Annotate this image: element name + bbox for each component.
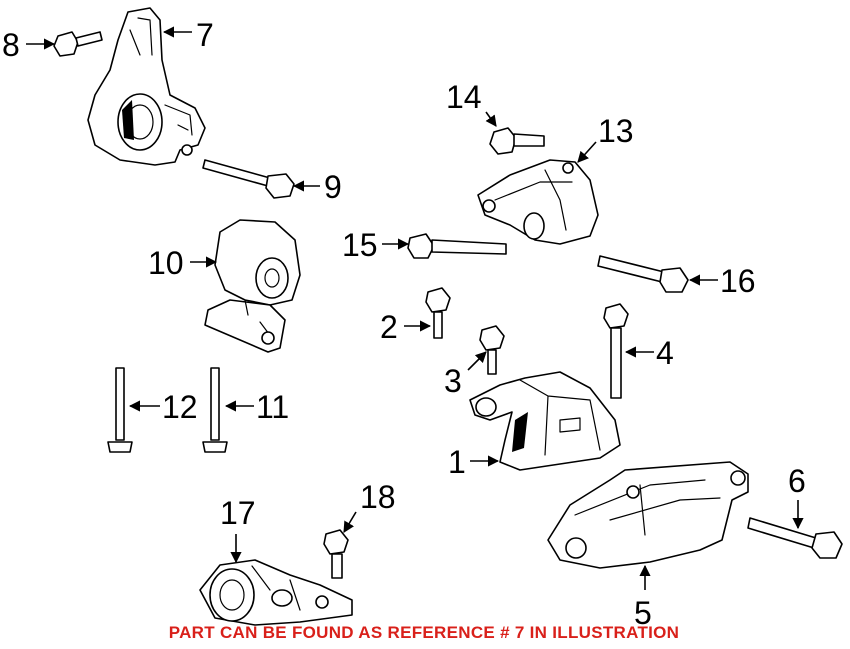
- part-12-long-bolt: [107, 367, 133, 453]
- callout-2: 2: [380, 309, 398, 345]
- part-9-bolt: [202, 159, 295, 199]
- part-18-bolt: [323, 529, 349, 579]
- callout-15: 15: [342, 227, 378, 263]
- part-15-bolt: [407, 233, 507, 259]
- callout-4: 4: [656, 335, 674, 371]
- callout-13: 13: [598, 113, 634, 149]
- callout-7: 7: [196, 17, 214, 53]
- callout-12: 12: [162, 389, 198, 425]
- part-7-mount-bracket: [87, 7, 206, 166]
- part-6-bolt: [747, 517, 843, 559]
- part-3-bolt: [479, 325, 505, 375]
- callout-numbers: 8 7 9 10 12 11 14 13 15 16 2 3 4 1 5 6 1…: [2, 17, 806, 631]
- callout-8: 8: [2, 27, 20, 63]
- callout-18: 18: [360, 479, 396, 515]
- part-8-bolt: [53, 31, 103, 57]
- callout-11: 11: [256, 389, 289, 425]
- callout-3: 3: [444, 363, 462, 399]
- callout-10: 10: [148, 245, 184, 281]
- part-2-bolt: [425, 287, 451, 339]
- callout-14: 14: [446, 79, 482, 115]
- callout-9: 9: [324, 169, 342, 205]
- callout-17: 17: [220, 495, 256, 531]
- part-16-bolt: [597, 255, 689, 293]
- part-5-bracket: [547, 461, 749, 569]
- reference-note: PART CAN BE FOUND AS REFERENCE # 7 IN IL…: [169, 623, 680, 642]
- part-10-mount: [204, 219, 301, 353]
- callout-1: 1: [448, 444, 466, 480]
- part-14-bolt: [489, 127, 545, 155]
- part-1-engine-mount: [469, 371, 621, 471]
- callout-16: 16: [720, 263, 756, 299]
- callout-6: 6: [788, 463, 806, 499]
- leader-lines: [26, 26, 804, 590]
- part-11-long-bolt: [202, 367, 228, 453]
- callout-5: 5: [634, 595, 652, 631]
- part-17-mount: [199, 559, 353, 626]
- part-4-long-bolt: [603, 303, 629, 399]
- part-13-bracket: [477, 159, 599, 245]
